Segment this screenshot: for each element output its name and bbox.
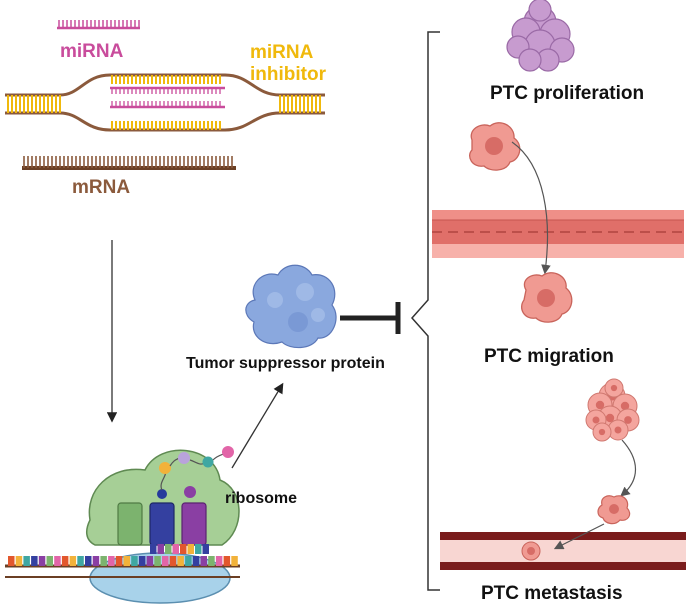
proliferation-cell-cluster-icon bbox=[506, 0, 575, 72]
ptc-metastasis-label: PTC metastasis bbox=[481, 583, 623, 604]
metastasis-arrow-1 bbox=[620, 439, 636, 497]
mirna-inhibitor-duplex-icon bbox=[5, 73, 325, 132]
mrna-label: mRNA bbox=[72, 177, 131, 198]
ribosome-label: ribosome bbox=[225, 490, 298, 507]
mirna-strand-icon bbox=[57, 20, 140, 30]
outcomes-bracket bbox=[410, 31, 440, 591]
ptc-migration-label: PTC migration bbox=[484, 346, 614, 367]
metastatic-single-cell-icon bbox=[597, 495, 631, 525]
migrating-cell-bottom-icon bbox=[521, 272, 573, 323]
inhibition-symbol bbox=[340, 302, 401, 334]
tumor-suppressor-protein-icon bbox=[245, 264, 337, 349]
mirna-inhibitor-label: miRNA inhibitor bbox=[250, 42, 326, 86]
metastasis-arrow-2 bbox=[553, 523, 605, 550]
tumor-suppressor-label: Tumor suppressor protein bbox=[186, 355, 385, 372]
mirna-inhibitor-label-line1: miRNA bbox=[250, 42, 314, 63]
mirna-label: miRNA bbox=[60, 41, 124, 62]
ptc-proliferation-label: PTC proliferation bbox=[490, 83, 645, 104]
migrating-cell-top-icon bbox=[469, 122, 521, 171]
ribosome-icon bbox=[5, 446, 240, 604]
blood-vessel-wall-icon bbox=[432, 210, 684, 258]
migration-arrow bbox=[511, 141, 551, 275]
arrow-ribosome-to-protein bbox=[231, 382, 284, 469]
metastatic-cell-cluster-icon bbox=[585, 378, 640, 442]
metastasis-blood-vessel-icon bbox=[440, 532, 686, 570]
mirna-inhibitor-label-line2: inhibitor bbox=[250, 64, 326, 85]
mrna-strand-icon bbox=[22, 156, 236, 170]
